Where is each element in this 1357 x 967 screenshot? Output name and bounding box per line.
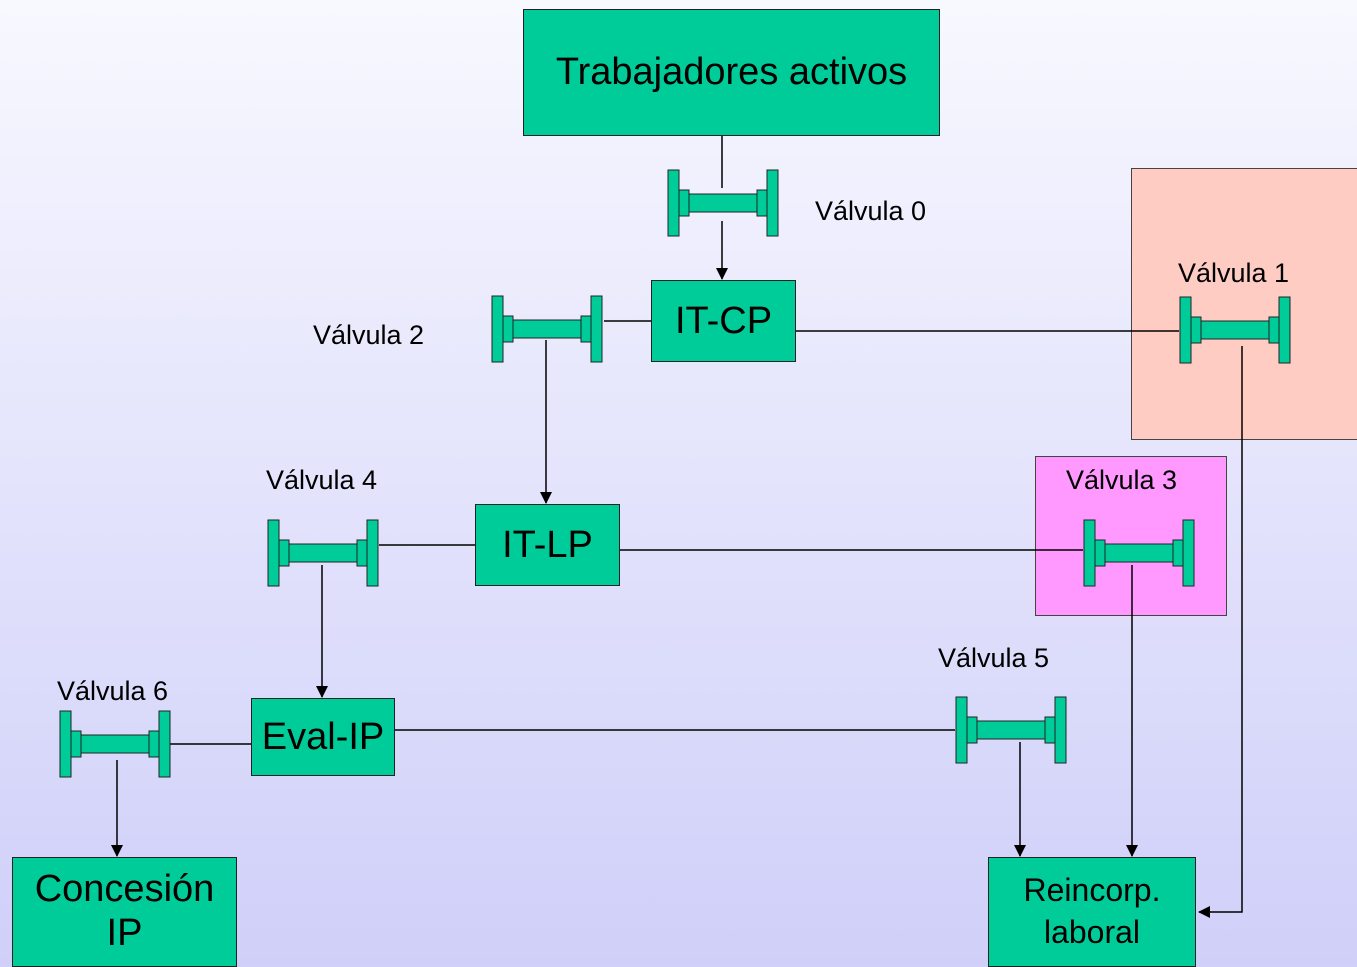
valve-6-label: Válvula 6 <box>57 676 169 706</box>
node-it-lp: IT-LP <box>475 504 620 586</box>
node-concesion-ip: Concesión IP <box>12 857 237 967</box>
node-label-line-2: IP <box>106 912 143 954</box>
node-label: Trabajadores activos <box>555 51 908 93</box>
valve-1-icon <box>1179 296 1291 364</box>
node-eval-ip: Eval-IP <box>251 698 395 776</box>
valve-5-icon <box>955 696 1067 764</box>
node-label: Eval-IP <box>261 715 385 758</box>
valve-4-label: Válvula 4 <box>266 465 378 495</box>
node-trabajadores-activos: Trabajadores activos <box>523 9 940 136</box>
valve-3-label: Válvula 3 <box>1066 465 1178 495</box>
valve-4-icon <box>267 519 379 587</box>
node-it-cp: IT-CP <box>651 280 796 362</box>
valve-3-icon <box>1083 519 1195 587</box>
valve-6-icon <box>59 710 171 778</box>
valvula-1-zone <box>1131 168 1357 440</box>
valve-0-icon <box>667 169 779 237</box>
node-label: IT-LP <box>502 523 593 566</box>
valvula-3-zone <box>1035 456 1227 616</box>
valve-2-icon <box>491 295 603 363</box>
node-label: IT-CP <box>674 299 773 342</box>
line-v1-reincorp <box>1198 346 1243 918</box>
node-label-line-1: Reincorp. <box>1023 872 1161 909</box>
valve-0-label: Válvula 0 <box>815 196 927 226</box>
node-reincorp-laboral: Reincorp. laboral <box>988 857 1196 967</box>
node-label-line-2: laboral <box>1043 914 1141 950</box>
valve-2-label: Válvula 2 <box>313 320 425 350</box>
valve-1-label: Válvula 1 <box>1178 258 1290 288</box>
valve-5-label: Válvula 5 <box>938 643 1050 673</box>
node-label-line-1: Concesión <box>34 868 215 911</box>
